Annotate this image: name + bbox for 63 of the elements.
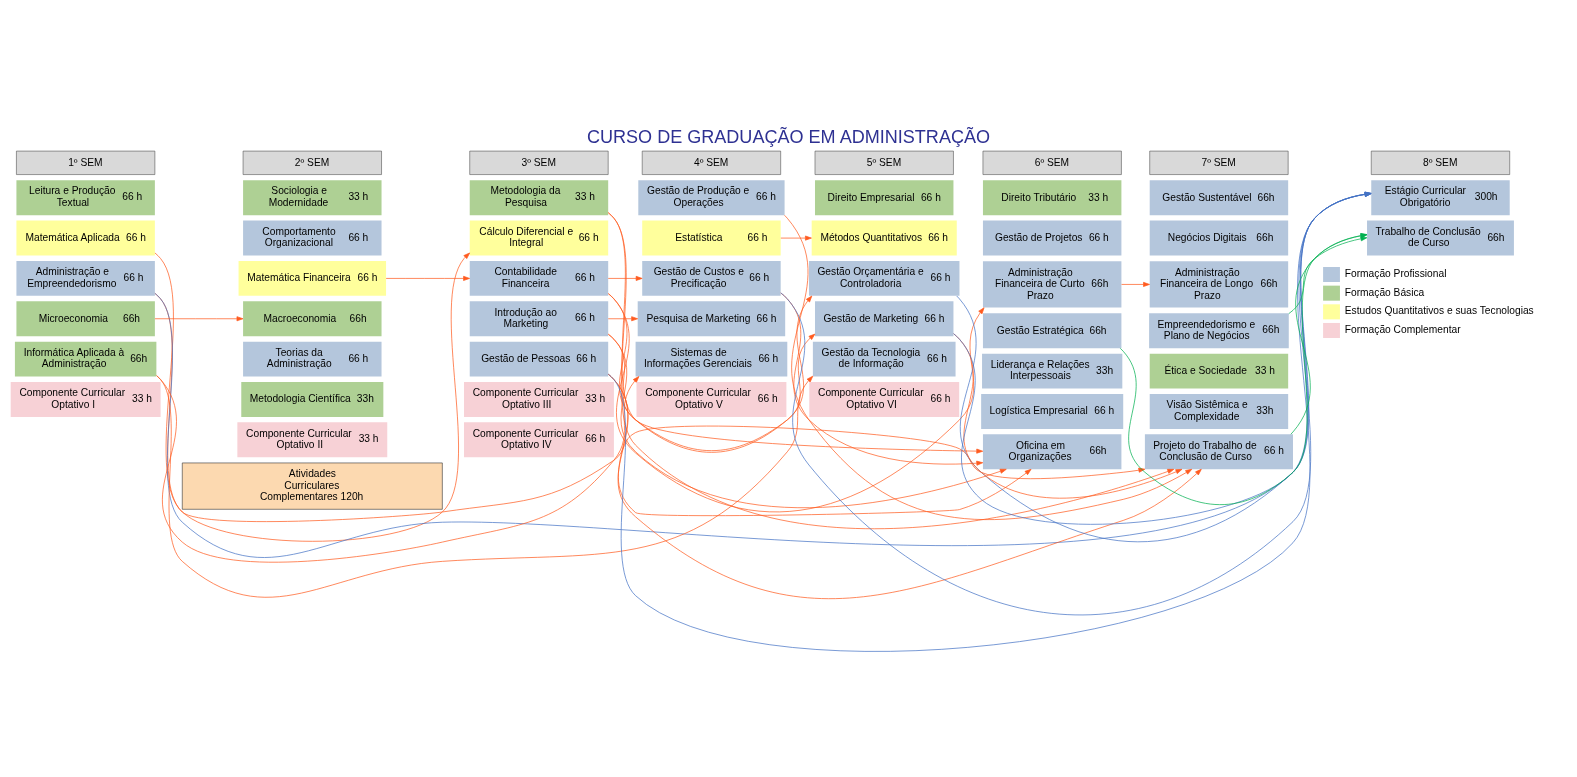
node-box: 3º SEM (469, 150, 609, 175)
node-box: Microeconomia 66h (16, 300, 155, 336)
legend-label: Formação Básica (1344, 286, 1425, 298)
diagram-title: CURSO DE GRADUAÇÃO EM ADMINISTRAÇÃO (586, 126, 991, 147)
node-box: Administração Financeira de Curto Prazo 66h (982, 260, 1122, 308)
arrow (1290, 232, 1368, 435)
node-box: Gestão de Pessoas 66 h (469, 341, 609, 377)
node-box: 6º SEM (982, 150, 1122, 175)
arrow (156, 374, 814, 598)
arrow (607, 191, 1372, 652)
arrow (607, 333, 1007, 508)
node-box: Metodologia da Pesquisa 33 h (469, 179, 609, 215)
arrow (385, 275, 470, 281)
node-box: Matemática Financeira 66 h (238, 260, 387, 296)
node-box: Teorias da Administração 66 h (243, 341, 382, 377)
node-box: 4º SEM (641, 150, 781, 175)
arrow (154, 252, 471, 542)
legend-label: Estudos Quantitativos e suas Tecnologias (1344, 304, 1534, 316)
node-box: Oficina em Organizações 66h (982, 433, 1122, 469)
node-box: Logística Empresarial 66 h (981, 393, 1124, 429)
arrow (607, 275, 643, 281)
node-box: 2º SEM (242, 150, 382, 175)
arrow (607, 292, 985, 512)
node-box: Gestão Estratégica 66h (982, 312, 1122, 348)
arrow (607, 315, 638, 321)
node-box: Pesquisa de Marketing 66 h (637, 300, 786, 336)
arrow (780, 235, 812, 241)
node-box: Contabilidade Financeira 66 h (469, 260, 609, 296)
arrow (1288, 235, 1368, 314)
node-box: Gestão Sustentável 66h (1149, 179, 1289, 215)
node-box: Metodologia Científica 33h (241, 381, 384, 417)
node-box: Matemática Aplicada 66 h (16, 220, 155, 256)
node-box: Administração Financeira de Longo Prazo 66h (1149, 260, 1289, 308)
legend-label: Formação Profissional (1344, 267, 1447, 279)
node-box: Atividades Curriculares Complementares 120h (181, 462, 443, 510)
arrow (607, 211, 1175, 529)
arrow (154, 292, 1146, 522)
node-box: Gestão de Projetos 66 h (982, 220, 1122, 256)
legend-label: Formação Complementar (1344, 323, 1461, 335)
arrow (1121, 281, 1150, 287)
node-box: 7º SEM (1149, 150, 1289, 175)
arrow (780, 292, 984, 466)
arrow (780, 191, 1372, 615)
arrow (154, 315, 244, 321)
node-box: Ética e Sociedade 33 h (1149, 353, 1289, 389)
arrow (953, 332, 1183, 499)
node-box: Sociologia e Modernidade 33 h (243, 179, 382, 215)
node-box: 1º SEM (16, 150, 156, 175)
node-box: Gestão de Marketing 66 h (815, 300, 954, 336)
arrow (608, 292, 813, 453)
node-box: Direito Tributário 33 h (982, 179, 1122, 215)
node-box: Macroeconomia 66h (243, 300, 382, 336)
arrow (784, 214, 1193, 520)
node-box: Estatística 66 h (642, 220, 781, 256)
node-box: Comportamento Organizacional 66 h (243, 220, 382, 256)
node-box: Direito Empresarial 66 h (815, 179, 954, 215)
arrow (154, 191, 1372, 558)
node-box: Negócios Digitais 66h (1149, 220, 1289, 256)
node-box: Métodos Quantitativos 66 h (811, 220, 957, 256)
node-box: Introdução ao Marketing 66 h (469, 300, 609, 336)
node-box: 5º SEM (814, 150, 954, 175)
node-box: 8º SEM (1370, 150, 1510, 175)
arrow (1119, 232, 1368, 505)
